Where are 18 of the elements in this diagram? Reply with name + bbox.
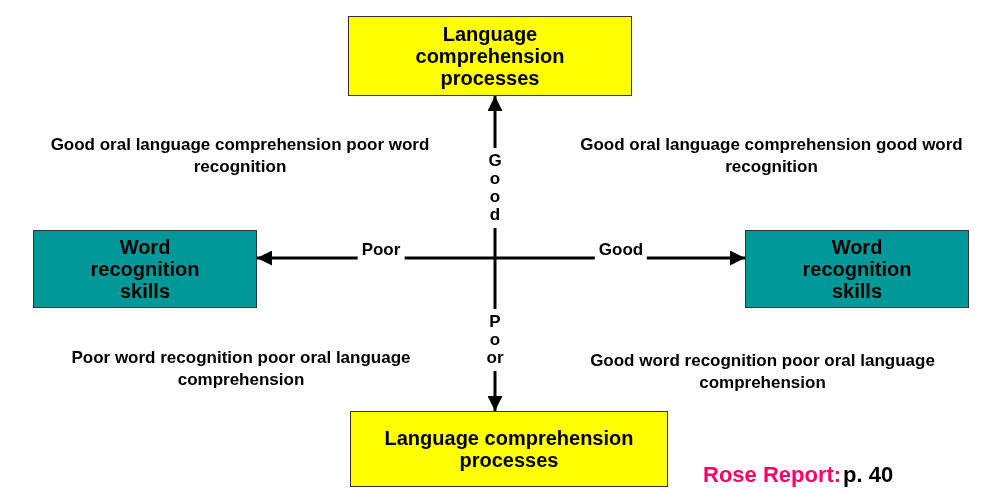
category-box <box>348 16 632 96</box>
quadrant-label: Good word recognition poor oral language comprehension <box>589 350 936 394</box>
edge-label: Poor <box>486 309 504 371</box>
source-note: Rose Report: <box>703 464 843 486</box>
edge-label: Good <box>486 148 504 228</box>
category-box <box>745 230 969 308</box>
quadrant-label: Poor word recognition poor oral language comprehension <box>70 347 412 391</box>
edge-label: Good <box>594 240 648 260</box>
source-note: p. 40 <box>843 464 895 486</box>
box-label: Language comprehension processes <box>383 427 635 471</box>
box-label: Language comprehension processes <box>414 23 566 89</box>
box-label: Word recognition skills <box>89 236 201 302</box>
quadrant-label: Good oral language comprehension good word recognition <box>579 134 964 178</box>
category-box <box>33 230 257 308</box>
quadrant-label: Good oral language comprehension poor word recognition <box>49 134 431 178</box>
category-box <box>350 411 668 487</box>
edge-label: Poor <box>357 240 405 260</box>
box-label: Word recognition skills <box>801 236 913 302</box>
